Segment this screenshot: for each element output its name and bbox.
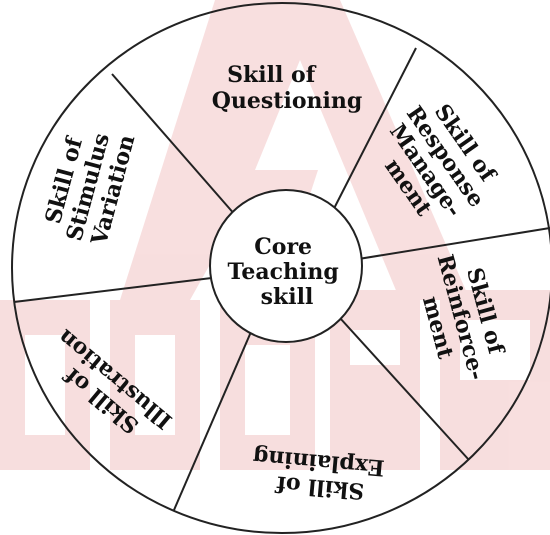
segment-dividers <box>13 47 550 511</box>
divider-reinforcement-explaining <box>329 306 470 461</box>
outer-ring <box>11 2 550 534</box>
divider-response-reinforcement <box>339 227 550 263</box>
adda247-watermark <box>0 0 550 470</box>
core-label-line-3: skill <box>261 284 314 310</box>
divider-illustration-stimulus <box>13 276 221 303</box>
segment-questioning-label: Skill of Questioning <box>212 62 362 114</box>
segment-questioning-line-1: Skill of <box>227 62 317 88</box>
divider-questioning-response <box>321 47 417 233</box>
core-label-line-1: Core <box>254 234 312 260</box>
divider-explaining-illustration <box>173 317 258 511</box>
divider-stimulus-questioning <box>111 73 237 217</box>
core-label-line-2: Teaching <box>228 259 339 285</box>
segment-stimulus-variation-label: Skill of Stimulus Variation <box>37 117 141 251</box>
segment-questioning-line-2: Questioning <box>212 88 362 114</box>
core-label: Core Teaching skill <box>228 234 347 310</box>
core-circle <box>209 189 363 343</box>
